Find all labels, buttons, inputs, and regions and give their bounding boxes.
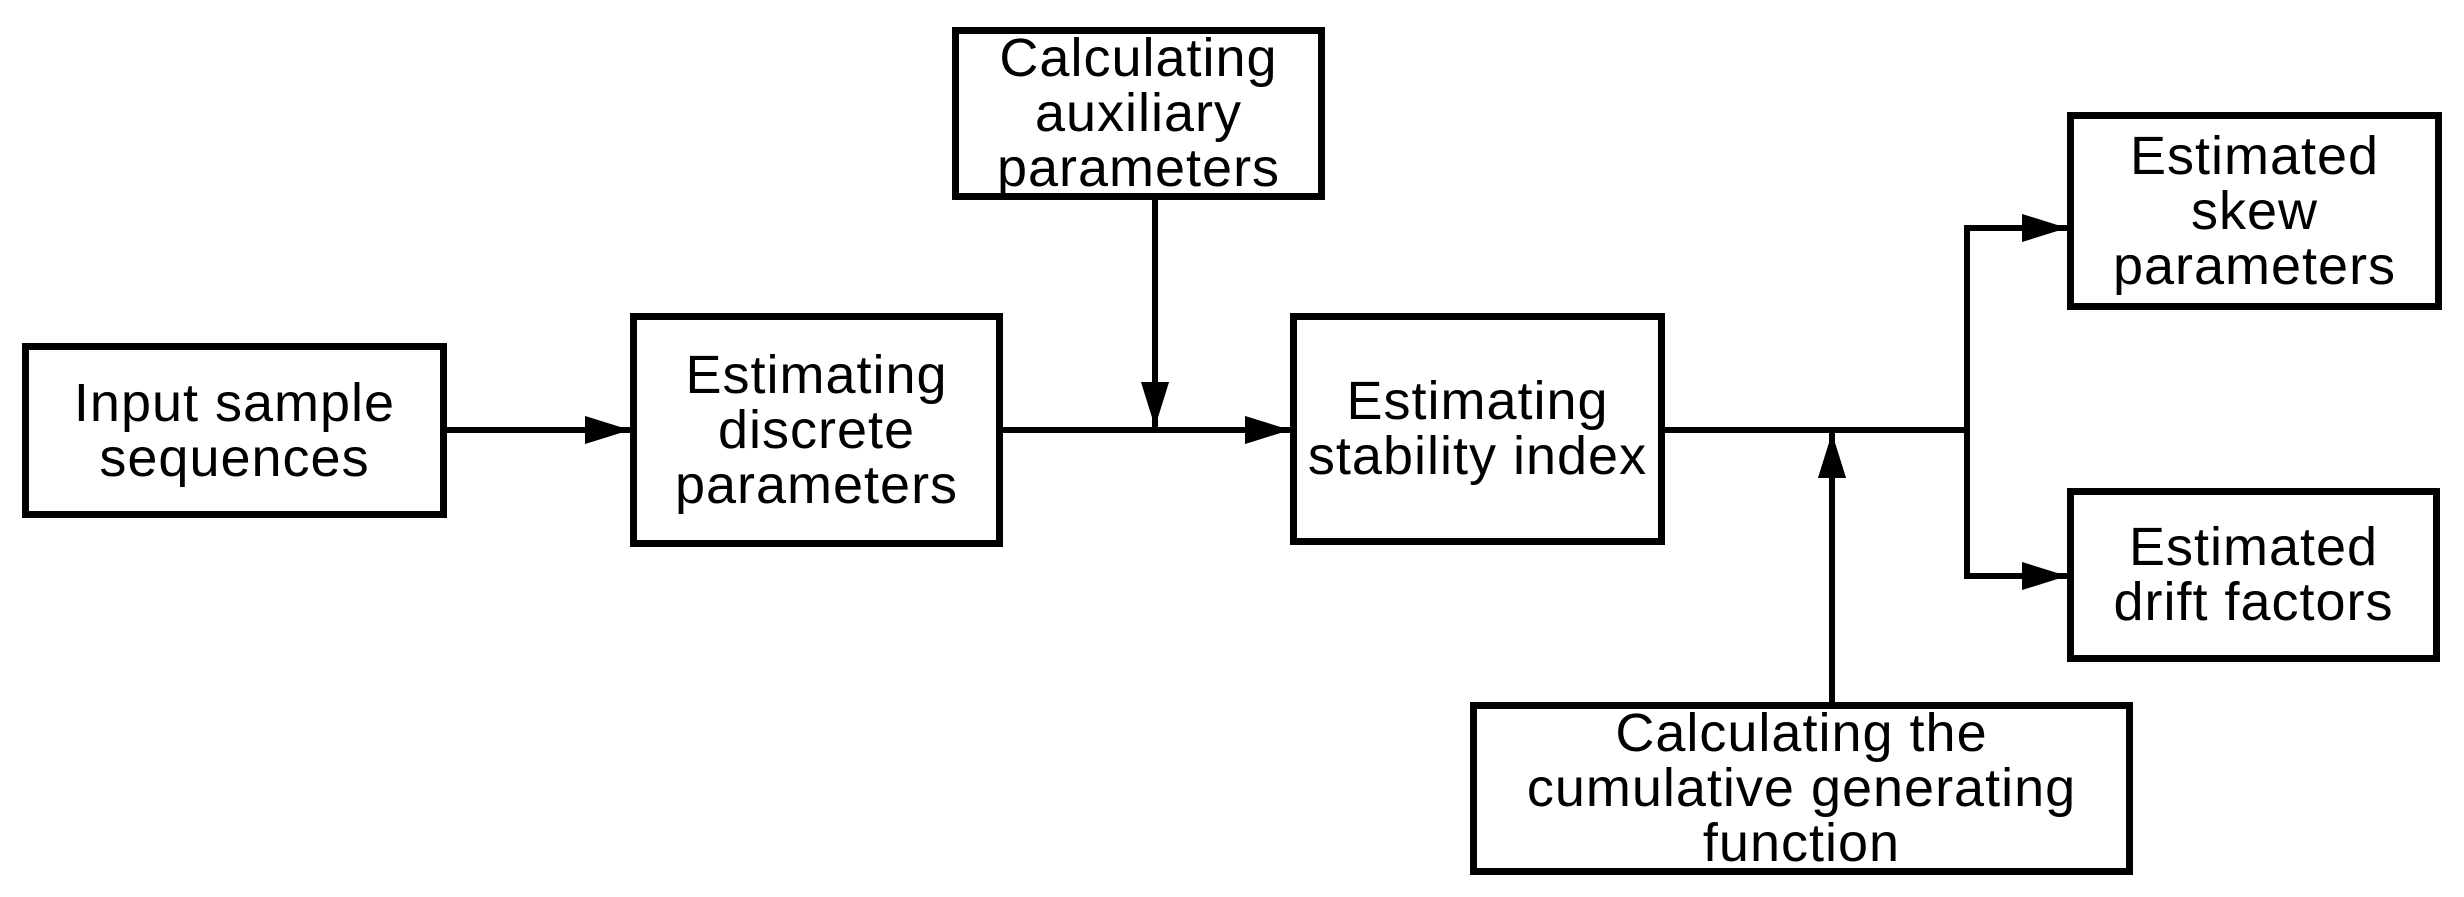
flow-node-estimating-stability-index: Estimating stability index bbox=[1290, 313, 1665, 545]
flow-edges bbox=[447, 200, 2067, 702]
flow-node-calculating-cumulative-generating-function: Calculating the cumulative generating fu… bbox=[1470, 702, 2133, 875]
flow-node-label: Estimated drift factors bbox=[2113, 517, 2394, 632]
flow-node-label: Estimating stability index bbox=[1307, 371, 1648, 486]
flow-node-label: Calculating auxiliary parameters bbox=[996, 28, 1281, 198]
flow-edge-stability-to-skew bbox=[1663, 213, 2067, 433]
flow-node-estimated-drift-factors: Estimated drift factors bbox=[2067, 488, 2440, 662]
flow-node-input-sample-sequences: Input sample sequences bbox=[22, 343, 447, 518]
flow-edge-branch-to-drift bbox=[1964, 430, 2067, 591]
flow-node-estimated-skew-parameters: Estimated skew parameters bbox=[2067, 112, 2442, 310]
flow-node-estimating-discrete-parameters: Estimating discrete parameters bbox=[630, 313, 1003, 547]
flow-node-label: Calculating the cumulative generating fu… bbox=[1526, 703, 2077, 873]
flow-node-label: Input sample sequences bbox=[73, 372, 396, 488]
flow-node-calculating-auxiliary-parameters: Calculating auxiliary parameters bbox=[952, 27, 1325, 200]
flow-node-label: Estimating discrete parameters bbox=[674, 344, 959, 515]
flow-node-label: Estimated skew parameters bbox=[2112, 125, 2397, 296]
